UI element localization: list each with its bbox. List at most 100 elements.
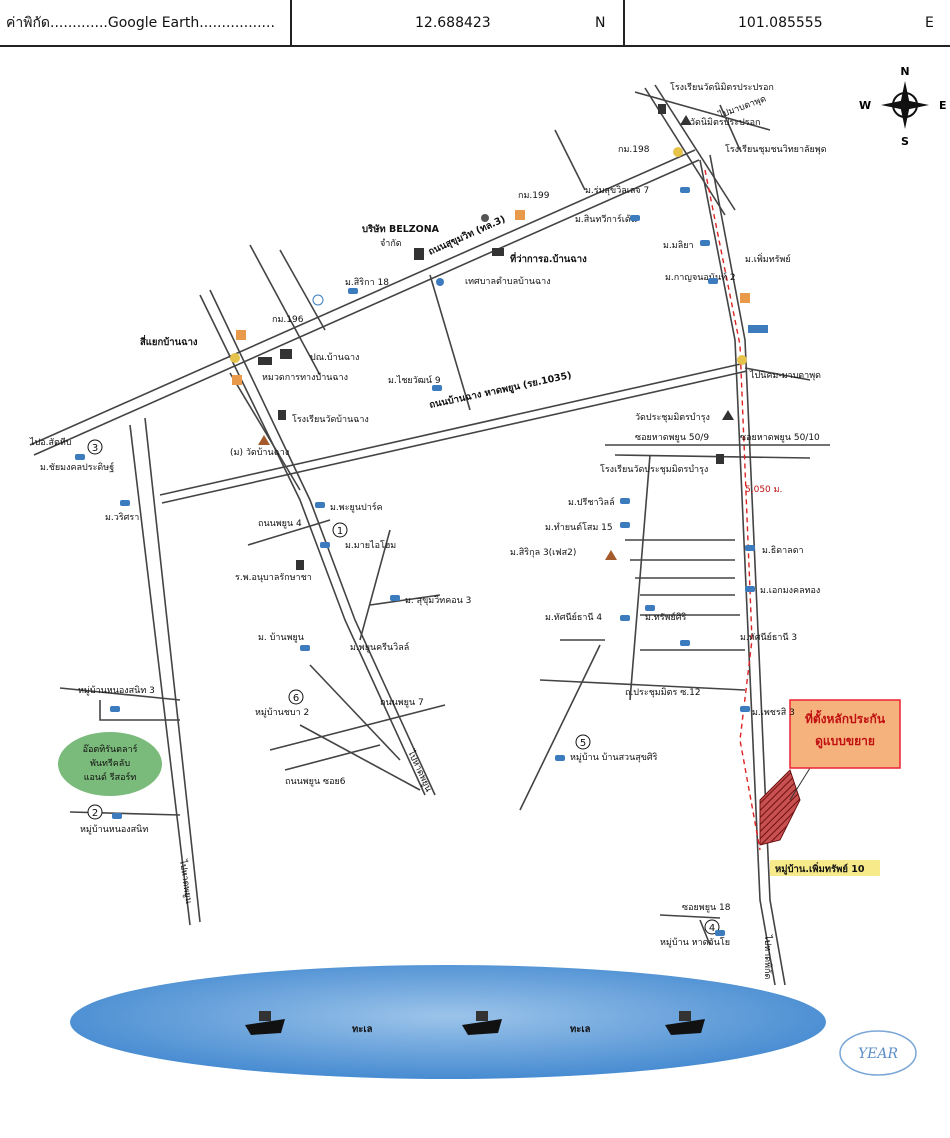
building-icon [414, 248, 424, 260]
shop-icon [236, 330, 246, 340]
car-icon [620, 615, 630, 621]
marker-3: 3 [87, 439, 103, 455]
resort-area [58, 732, 162, 796]
village-banphayun-label: ม. บ้านพยูน [258, 632, 304, 643]
school-banchang-label: โรงเรียนวัดบ้านฉาง [292, 414, 369, 425]
road-1035-label: ถนนบ้านฉาง หาดพยูน (รย.1035) [428, 369, 573, 412]
village-mali-label: ม.มลิยา [663, 240, 694, 251]
village10-label: หมู่บ้าน.เพิ่มทรัพย์ 10 [775, 861, 865, 876]
svg-text:S: S [901, 135, 909, 148]
car-icon [700, 240, 710, 246]
km198-label: กม.198 [618, 145, 650, 155]
temple-icon [722, 410, 734, 420]
road-top-right [634, 91, 771, 131]
to-beach-label: ไปหาดพิกัด [762, 934, 773, 979]
traffic-light-icon [673, 147, 683, 157]
resort-name-2: พันทรีคลับ [90, 758, 130, 769]
sea-label-2: ทะเล [570, 1024, 591, 1035]
car-icon [680, 187, 690, 193]
village-phayunpark-label: ม.พะยูนปาร์ค [330, 501, 383, 513]
temple-top-label: วัดนิมิตรประปรอก [690, 117, 760, 128]
village-sirada-label: ม.ธิดาลดา [762, 545, 804, 556]
car-icon [300, 645, 310, 651]
marker-1: 1 [332, 522, 348, 538]
to-sattahip-label: ไปอ.สัตหีบ [29, 437, 72, 448]
village-thanisiri4-label: ม.ทัศนีย์ธานี 4 [545, 611, 602, 623]
collateral-callout [789, 699, 901, 769]
municipality-label: เทศบาลตำบลบ้านฉาง [465, 276, 551, 287]
village-icons [75, 187, 755, 936]
distance-route [704, 169, 761, 851]
svg-text:5: 5 [580, 738, 586, 749]
village-romsuk-label: ม.ร่มสุขวิลเลจ 7 [585, 185, 649, 196]
coordinate-header: ค่าพิกัด.............Google Earth.......… [0, 0, 950, 47]
to-industrial-label: ไปนิคม-มาบตาพุด [749, 370, 821, 381]
dept-icon [258, 357, 272, 365]
village4-label: หมู่บ้าน หาดจันโย [660, 937, 730, 948]
village-chaiwat-label: ม.ไชยวัฒน์ 9 [388, 374, 441, 386]
svg-text:4: 4 [709, 923, 715, 934]
car-icon [630, 215, 640, 221]
svg-text:2: 2 [92, 808, 98, 819]
sea-label-1: ทะเล [352, 1024, 373, 1035]
village-charika-label: ม.วริศรา [105, 512, 139, 523]
village-permsap-label: ม.เพิ่มทรัพย์ [745, 252, 791, 265]
ship-icon [462, 1011, 502, 1035]
car-icon [708, 278, 718, 284]
km196-label: กม.196 [272, 315, 304, 325]
soi-phayun7-label: ถนนพยูน 7 [380, 698, 424, 708]
soi-5010-label: ซอยหาดพยูน 50/10 [740, 433, 820, 443]
latitude-value: 12.688423 [415, 14, 491, 31]
village-mayai-label: ม.มายไอโฮม [345, 540, 396, 551]
office-icon [492, 248, 504, 256]
to-phayun-label-2: ไปหาดพยูน [177, 858, 194, 905]
school-icon [278, 410, 286, 420]
car-icon [745, 586, 755, 592]
km199-label: กม.199 [518, 191, 550, 201]
shop-icon [515, 210, 525, 220]
longitude-direction: E [925, 14, 934, 31]
compass-icon: N S E W [859, 65, 947, 148]
village-sinprawat-label: ม.สินทวีการ์เด้น [575, 213, 637, 225]
temple-icon [680, 115, 692, 125]
temple-banchang-label: (ม) วัดบ้านฉาง [230, 447, 289, 458]
ship-icon [665, 1011, 705, 1035]
car-icon [348, 288, 358, 294]
soi18-label: ซอยพยูน 18 [682, 903, 731, 913]
svg-text:N: N [900, 65, 909, 78]
car-icon [75, 454, 85, 460]
village3-label: หมู่บ้านหนองสนิท 3 [78, 685, 155, 696]
village-chaimongkol-label: ม.ชัยมงคลประดิษฐ์ [40, 461, 114, 473]
village-sapsiri-label: ม.ทรัพย์ศิริ [645, 611, 686, 623]
village10-label-bg [770, 860, 880, 876]
village-kanlaya-label: ม.กาญจนอนันท์ 2 [665, 271, 736, 283]
land-dept-label: หมวดการทางบ้านฉาง [262, 372, 348, 383]
village-sirikul-label: ม.สิริกุล 3(เฟส2) [510, 547, 576, 558]
to-maptaphut-label: ไปมาบตาพุด [716, 93, 767, 121]
collateral-parcel [759, 769, 801, 846]
soi-509-label: ซอยหาดพยูน 50/9 [635, 433, 709, 443]
car-icon [555, 755, 565, 761]
svg-text:YEAR: YEAR [858, 1046, 899, 1062]
school-top2-label: โรงเรียนชุมชนวิทยาลัยพุด [725, 144, 827, 155]
car-icon [320, 542, 330, 548]
soi-phayun4-label: ถนนพยูน 4 [258, 519, 302, 529]
car-icon [715, 930, 725, 936]
village5-label: หมู่บ้าน บ้านสวนสุขศิริ [570, 752, 658, 763]
district-office-label: ที่ว่าการอ.บ้านฉาง [510, 251, 587, 265]
marker-5: 5 [575, 734, 591, 750]
longitude-value: 101.085555 [738, 14, 823, 31]
post-icon [280, 349, 292, 359]
village-phetchara-label: ม.เพชรสิ 3 [752, 707, 795, 718]
traffic-light-icon [737, 355, 747, 365]
callout-title: ที่ตั้งหลักประกัน [805, 709, 886, 726]
temple-prachum-label: วัดประชุมมิตรบำรุง [635, 412, 710, 423]
temple-icon [258, 435, 270, 445]
road-network [29, 84, 830, 986]
car-icon [390, 595, 400, 601]
car-icon [315, 502, 325, 508]
hospital-icon [296, 560, 304, 570]
village-thanisiri3-label: ม.ทัศนีย์ธานี 3 [740, 631, 797, 643]
village-sukhumvit3-label: ม. สุขุมวิทคอน 3 [405, 595, 471, 606]
fuel-icon [312, 294, 324, 306]
